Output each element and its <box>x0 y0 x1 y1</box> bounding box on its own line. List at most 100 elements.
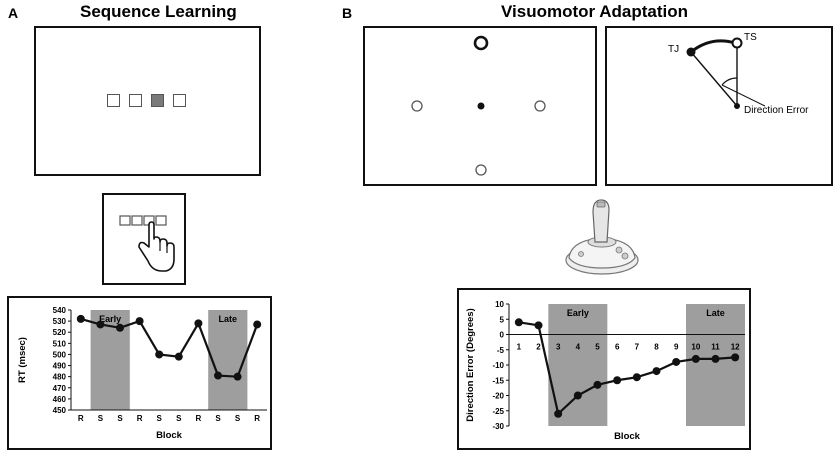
x-axis-title: Block <box>614 431 641 442</box>
y-tick-label: 10 <box>495 300 504 309</box>
hand-pressing-keys-icon <box>119 215 175 272</box>
y-tick-label: 450 <box>53 406 67 415</box>
y-tick-label: 540 <box>53 306 67 315</box>
x-tick-label: 12 <box>731 343 740 352</box>
callout-line <box>721 84 766 107</box>
panel-b-title: Visuomotor Adaptation <box>501 2 688 21</box>
x-tick-label: 2 <box>536 343 541 352</box>
sequence-display-screen <box>34 26 261 176</box>
data-point <box>135 317 144 326</box>
data-point <box>554 409 563 418</box>
y-tick-label: 480 <box>53 373 67 382</box>
stimulus-box-2 <box>129 94 142 107</box>
direction-error-label: Direction Error <box>744 105 809 116</box>
stimulus-box-1 <box>107 94 120 107</box>
start-position-dot <box>477 102 485 110</box>
x-tick-label: 3 <box>556 343 561 352</box>
shaded-region-label: Early <box>99 314 121 324</box>
y-tick-label: 460 <box>53 395 67 404</box>
x-tick-label: 10 <box>691 343 700 352</box>
x-tick-label: S <box>235 414 241 423</box>
data-point <box>155 350 164 359</box>
stimulus-box-3-highlighted <box>151 94 164 107</box>
data-point <box>116 323 124 332</box>
shaded-region <box>548 304 608 426</box>
y-tick-label: -15 <box>492 376 504 385</box>
y-axis-title: RT (msec) <box>17 337 28 383</box>
keypad-response-box <box>102 193 186 285</box>
data-point <box>731 353 740 362</box>
x-tick-label: 7 <box>635 343 640 352</box>
data-point <box>96 320 105 329</box>
data-point <box>711 354 720 363</box>
x-tick-label: R <box>78 414 84 423</box>
y-tick-label: 5 <box>500 315 505 324</box>
data-point <box>233 372 242 381</box>
tj-label: TJ <box>668 44 680 55</box>
y-tick-label: 0 <box>500 331 505 340</box>
x-axis-title: Block <box>156 430 183 441</box>
shaded-region <box>208 310 248 410</box>
x-tick-label: 9 <box>674 343 679 352</box>
data-point <box>514 318 523 327</box>
panel-a-title: Sequence Learning <box>80 2 237 21</box>
shaded-region-label: Early <box>567 308 589 318</box>
x-tick-label: 1 <box>517 343 522 352</box>
trajectory-arc <box>690 39 736 54</box>
direction-error-diagram <box>686 37 766 109</box>
ts-circle <box>731 37 743 49</box>
y-tick-label: -30 <box>492 422 504 431</box>
x-tick-label: R <box>196 414 202 423</box>
target-circle-bottom <box>475 164 487 176</box>
target-circle-right <box>534 100 546 112</box>
data-point <box>76 314 85 323</box>
data-point <box>691 354 700 363</box>
tj-dot <box>686 47 696 57</box>
shaded-region-label: Late <box>219 314 238 324</box>
origin-dot <box>734 103 740 109</box>
data-point <box>534 321 543 330</box>
y-tick-label: -25 <box>492 407 504 416</box>
x-tick-label: 5 <box>595 343 600 352</box>
series-line <box>80 317 259 378</box>
data-point <box>672 357 681 366</box>
y-tick-label: -10 <box>492 361 504 370</box>
data-point <box>573 391 582 400</box>
target-display-screen <box>363 26 597 186</box>
x-tick-label: 6 <box>615 343 620 352</box>
ts-label: TS <box>744 32 757 43</box>
data-point <box>194 319 203 328</box>
active-target-circle <box>473 35 489 51</box>
x-tick-label: S <box>117 414 123 423</box>
shaded-region-label: Late <box>706 308 725 318</box>
panel-a-letter: A <box>8 5 19 21</box>
data-point <box>652 367 661 376</box>
joystick-direction-line <box>690 51 738 107</box>
stimulus-box-4 <box>173 94 186 107</box>
x-tick-label: 4 <box>576 343 581 352</box>
y-tick-label: 530 <box>53 317 67 326</box>
x-tick-label: 8 <box>654 343 659 352</box>
y-tick-label: 500 <box>53 350 67 359</box>
direction-error-screen: TJ TS Direction Error <box>605 26 833 186</box>
x-tick-label: R <box>137 414 143 423</box>
data-point <box>593 380 602 389</box>
x-tick-label: R <box>254 414 260 423</box>
x-tick-label: S <box>98 414 104 423</box>
y-tick-label: 470 <box>53 384 67 393</box>
x-tick-label: S <box>215 414 221 423</box>
data-point <box>214 371 222 380</box>
x-tick-label: S <box>157 414 163 423</box>
shaded-region <box>686 304 745 426</box>
data-point <box>174 352 183 361</box>
x-tick-label: 11 <box>711 343 720 352</box>
y-tick-label: 520 <box>53 328 67 337</box>
data-point <box>613 376 622 385</box>
target-circle-left <box>411 100 423 112</box>
x-tick-label: S <box>176 414 182 423</box>
data-point <box>253 320 262 329</box>
